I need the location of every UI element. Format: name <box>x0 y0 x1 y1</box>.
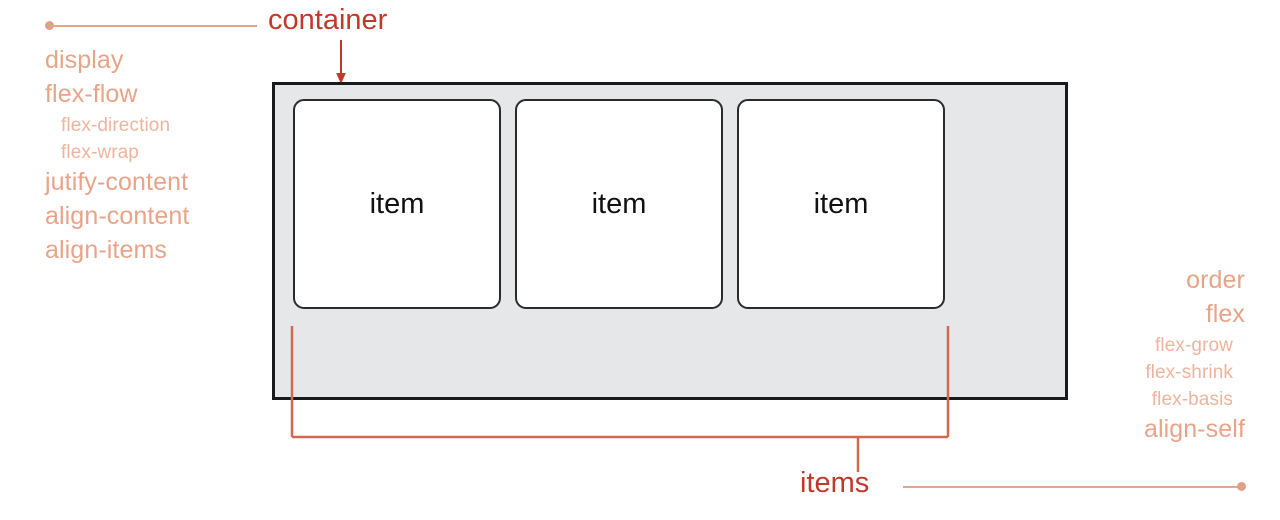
container-callout-rule <box>52 25 257 27</box>
property-align-content: align-content <box>45 202 190 230</box>
property-flex-shrink: flex-shrink <box>1145 362 1233 383</box>
flex-item-3: item <box>737 99 945 309</box>
flex-item-2: item <box>515 99 723 309</box>
property-flex-direction: flex-direction <box>61 115 171 136</box>
flex-item-label: item <box>813 187 869 220</box>
property-flex-grow: flex-grow <box>1155 335 1233 356</box>
flex-item-label: item <box>369 187 425 220</box>
property-justify-content: jutify-content <box>45 168 189 196</box>
items-callout-rule <box>903 486 1239 488</box>
property-display: display <box>45 46 124 74</box>
container-callout-dot <box>45 21 54 30</box>
container-property-list: display flex-flow flex-direction flex-wr… <box>45 48 189 272</box>
flex-container-box: item item item <box>272 82 1068 400</box>
items-callout-dot <box>1237 482 1246 491</box>
property-flex-basis: flex-basis <box>1151 389 1233 410</box>
property-flex-flow: flex-flow <box>45 80 138 108</box>
property-align-self: align-self <box>1143 415 1245 443</box>
property-align-items: align-items <box>45 236 167 264</box>
items-property-list: order flex flex-grow flex-shrink flex-ba… <box>1144 268 1245 451</box>
container-arrow-icon <box>336 40 346 84</box>
property-flex-wrap: flex-wrap <box>61 142 139 163</box>
container-label: container <box>268 4 388 36</box>
property-flex: flex <box>1205 300 1245 328</box>
flex-item-label: item <box>591 187 647 220</box>
items-label: items <box>800 467 870 499</box>
flex-item-1: item <box>293 99 501 309</box>
property-order: order <box>1186 266 1245 294</box>
